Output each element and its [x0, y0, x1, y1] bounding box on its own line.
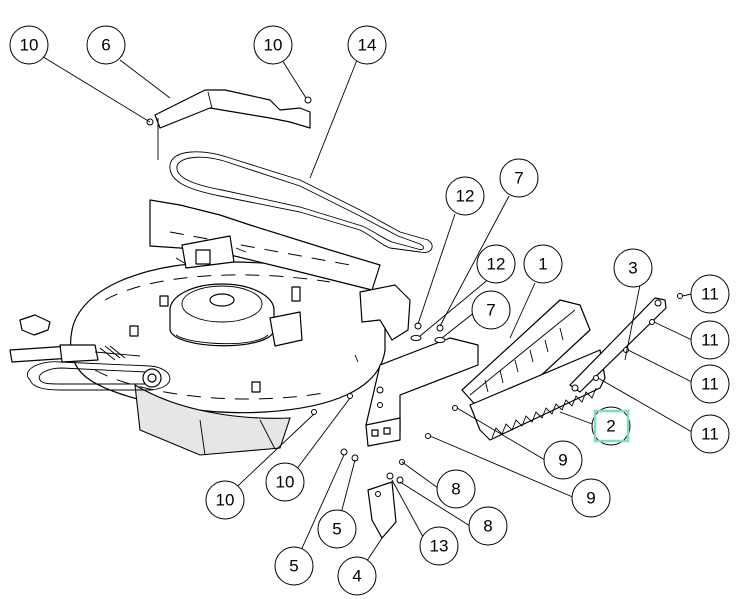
callout-label: 7 [514, 169, 523, 188]
tension-arm [9, 314, 141, 363]
callout-label: 8 [451, 480, 460, 499]
callout-label: 9 [558, 451, 567, 470]
callout-11-b: 11 [690, 320, 730, 360]
pulley-assembly [169, 283, 275, 347]
callout-label: 5 [289, 557, 298, 576]
callout-label: 8 [483, 517, 492, 536]
spindle-bracket [175, 235, 247, 269]
v-belt-long [169, 151, 433, 253]
callout-label: 5 [332, 520, 341, 539]
callout-label: 1 [538, 255, 547, 274]
callout-10-bottom-b: 10 [265, 462, 305, 502]
callout-label: 11 [701, 375, 719, 394]
callout-label: 11 [701, 425, 719, 444]
callout-8-b: 8 [468, 506, 508, 546]
callout-10-bottom-a: 10 [205, 480, 245, 520]
callout-label: 11 [701, 331, 719, 350]
callout-3: 3 [613, 248, 653, 288]
belt-cover-plate [154, 89, 311, 160]
callout-7-upper: 7 [499, 158, 539, 198]
deck-brackets [129, 284, 411, 393]
callout-label: 13 [430, 537, 449, 556]
callout-label: 10 [20, 36, 39, 55]
callout-label: 4 [352, 567, 361, 586]
callout-label: 10 [276, 473, 295, 492]
callout-label: 7 [486, 301, 495, 320]
callout-11-a: 11 [690, 274, 730, 314]
callout-label: 3 [628, 259, 637, 278]
bracket-plate [367, 481, 397, 539]
callout-4: 4 [337, 556, 377, 596]
highlight-box [593, 409, 630, 443]
callout-label: 2 [606, 417, 615, 436]
callout-label: 12 [456, 187, 475, 206]
deflector-guard-serrated [469, 349, 606, 441]
callout-10-top-left: 10 [9, 25, 49, 65]
callout-11-d: 11 [690, 414, 730, 454]
callout-13: 13 [419, 526, 459, 566]
callout-10-top-mid: 10 [253, 25, 293, 65]
callout-2-highlighted: 2 [591, 406, 631, 446]
callout-14: 14 [347, 25, 387, 65]
callout-11-c: 11 [690, 364, 730, 404]
callout-5-b: 5 [274, 546, 314, 586]
support-rod [569, 297, 667, 393]
callout-12-lower: 12 [476, 244, 516, 284]
callout-label: 9 [586, 489, 595, 508]
callout-5-a: 5 [317, 509, 357, 549]
callout-label: 6 [101, 36, 110, 55]
callout-8-a: 8 [436, 469, 476, 509]
callout-1: 1 [523, 244, 563, 284]
callout-label: 10 [264, 36, 283, 55]
callout-12-upper: 12 [445, 176, 485, 216]
callout-label: 11 [701, 285, 719, 304]
callout-7-lower: 7 [471, 290, 511, 330]
callout-label: 14 [358, 36, 377, 55]
callout-6: 6 [86, 25, 126, 65]
callout-label: 12 [487, 255, 506, 274]
callout-9-b: 9 [571, 478, 611, 518]
v-belt-front [27, 361, 171, 391]
callout-label: 10 [216, 491, 235, 510]
callout-9-a: 9 [543, 440, 583, 480]
discharge-mount [365, 337, 479, 447]
